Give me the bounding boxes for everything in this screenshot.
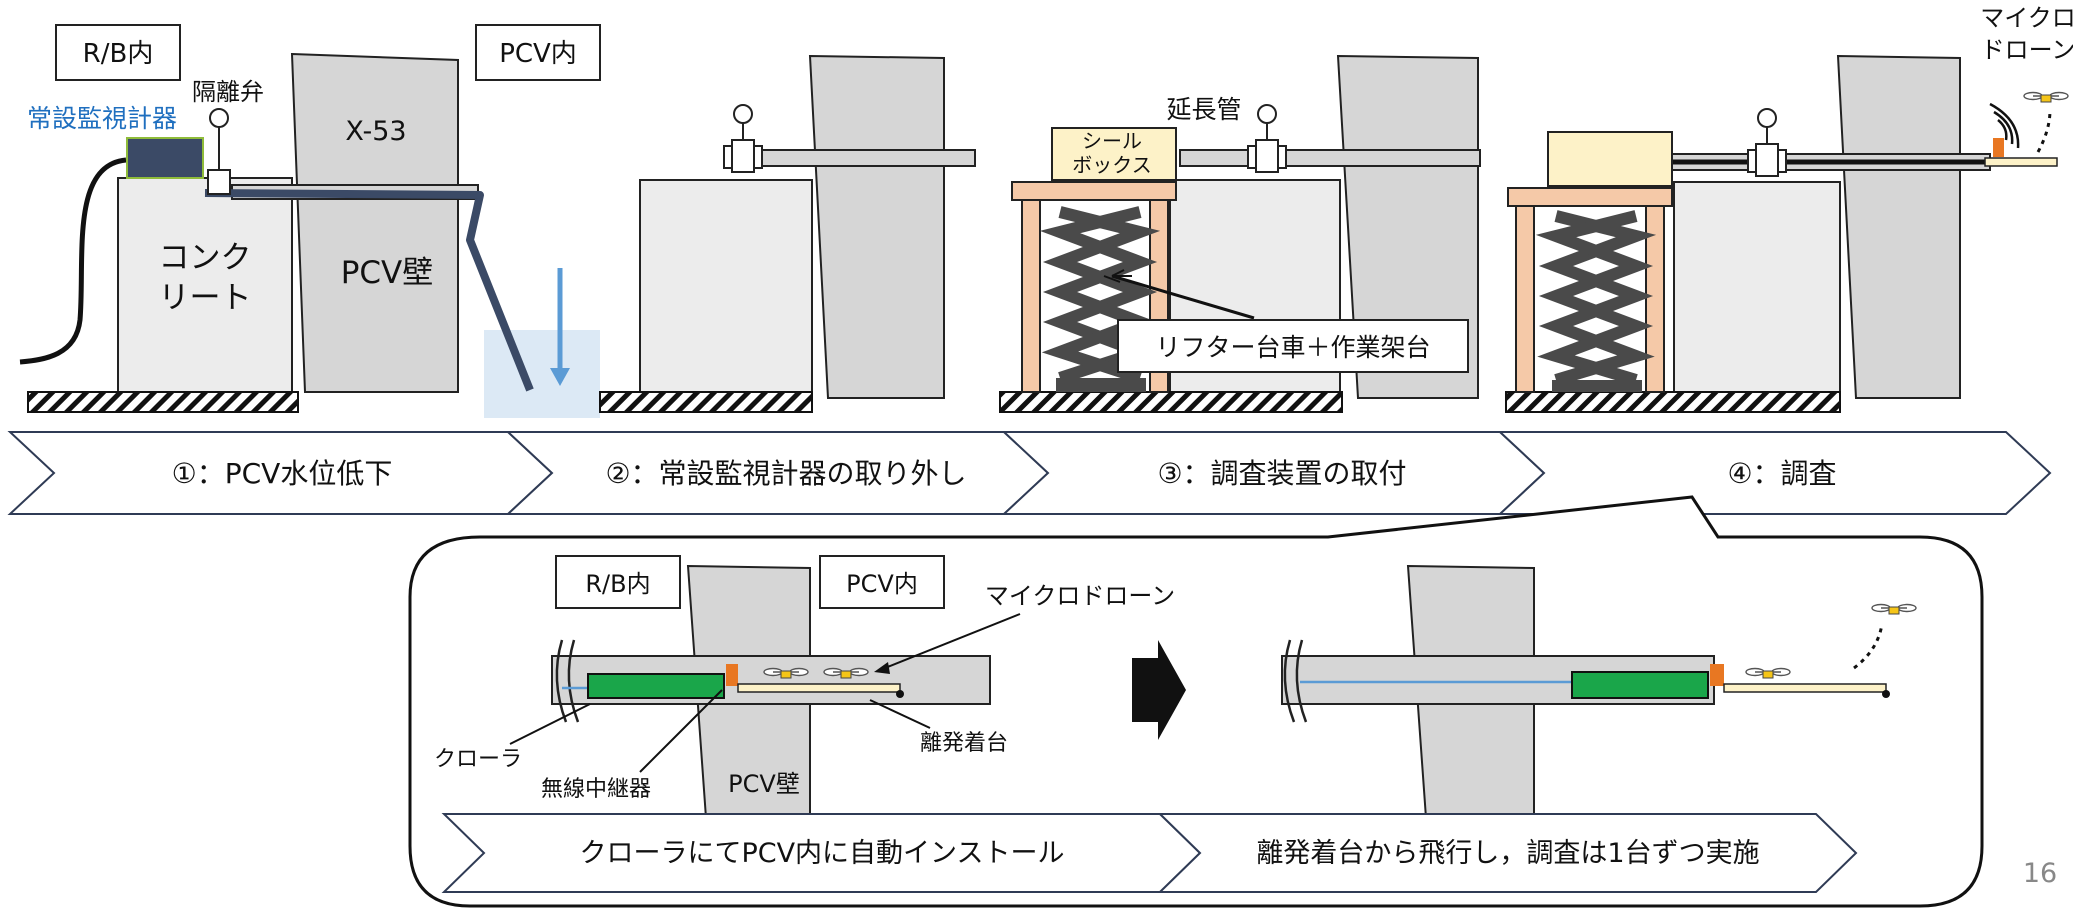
detail-drone-label: マイクロドローン: [985, 582, 1175, 610]
launch-pad-bar: [1723, 683, 1887, 693]
detail-pcv-wall-label: PCV壁: [728, 770, 800, 798]
relay-box: [726, 664, 738, 686]
ground-hatch: [27, 391, 299, 413]
rb-detail-box: [555, 555, 681, 609]
step-chevrons: ①：PCV水位低下 ②：常設監視計器の取り外し ③：調査装置の取付 ④：調査: [7, 431, 2052, 515]
wireless-signal-icon: [1989, 102, 2020, 149]
concrete-label-2: リート: [159, 280, 252, 316]
work-stand-top: [1507, 187, 1673, 207]
pcv-wall-label: PCV壁: [341, 255, 434, 291]
isolation-valve: [207, 169, 231, 195]
concrete-block: [1673, 181, 1841, 396]
detail-callout: R/B内 PCV内 マイクロドローン クローラ 無線中継器 PCV壁 離発着台 …: [408, 495, 1984, 908]
monitor-label: 常設監視計器: [27, 104, 177, 133]
launch-pad-bar: [737, 683, 901, 693]
scissor-lift: [1538, 210, 1657, 386]
ground-hatch: [599, 391, 813, 413]
crawler: [587, 673, 725, 699]
pipe-break-icon: [555, 639, 580, 723]
micro-drone-icon: [2023, 91, 2069, 103]
work-stand-leg-right: [1645, 205, 1665, 393]
pcv-label-box: [475, 24, 601, 81]
detail-relay-label: 無線中継器: [541, 777, 651, 802]
seal-box: [1051, 127, 1177, 181]
detail-step-1-label: クローラにてPCV内に自動インストール: [579, 838, 1064, 869]
work-stand-top: [1011, 181, 1177, 201]
stage-1-illustration: R/B内 PCV内 隔離弁 常設監視計器 X-53 コンク リート PCV壁: [19, 24, 601, 418]
flight-path: [2036, 109, 2052, 153]
lifter-leader-line: [1111, 274, 1255, 320]
crawler: [1571, 671, 1709, 699]
pcv-wall: [290, 52, 459, 393]
ground-hatch: [1505, 391, 1841, 413]
detail-step-2-chevron: [1157, 813, 1858, 893]
pcv-label: PCV内: [499, 39, 577, 69]
extension-pipe: [1179, 149, 1481, 167]
sensor-hose: [204, 189, 534, 392]
flight-path: [1853, 623, 1884, 670]
pipe-break-icon: [1283, 639, 1308, 723]
isolation-valve: [731, 139, 755, 173]
valve-wheel: [1757, 108, 1777, 128]
detail-launch-pad-label: 離発着台: [920, 731, 1008, 756]
concrete-block: [639, 179, 813, 396]
extension-label: 延長管: [1166, 95, 1241, 124]
step-4-chevron: [1497, 431, 2052, 515]
relay-box: [1710, 664, 1724, 686]
pcv-wall: [1336, 54, 1479, 399]
stage-4-illustration: マイクロ ドローン: [1505, 4, 2073, 413]
valve-label: 隔離弁: [192, 78, 264, 106]
ground-hatch: [999, 391, 1343, 413]
pcv-wall: [808, 54, 945, 399]
down-arrow-icon: [550, 368, 570, 386]
penetration-label: X-53: [345, 116, 406, 147]
pcv-wall: [1836, 54, 1961, 399]
lifter-label: リフター台車＋作業架台: [1155, 333, 1430, 362]
seal-box: [1547, 131, 1673, 187]
detail-pcv-label: PCV内: [846, 570, 918, 598]
concrete-label-1: コンク: [159, 240, 252, 276]
stage-3-illustration: シール ボックス 延長管 リフター台車＋作業架台: [999, 54, 1481, 413]
monitor-device: [126, 137, 204, 179]
detail-step-2-label: 離発着台から飛行し，調査は1台ずつ実施: [1256, 838, 1759, 869]
page-number: 16: [2023, 858, 2057, 889]
work-stand-leg-left: [1515, 205, 1535, 393]
rb-label: R/B内: [83, 39, 154, 69]
isolation-valve: [1755, 143, 1779, 177]
valve-wheel: [1257, 104, 1277, 124]
step-3-label: ③：調査装置の取付: [1157, 457, 1406, 490]
relay-box: [1993, 138, 2004, 157]
penetration-pipe: [729, 149, 976, 167]
water-area: [484, 330, 600, 418]
drone-label-1: マイクロ: [1980, 4, 2073, 32]
step-1-label: ①：PCV水位低下: [172, 457, 393, 490]
isolation-valve: [1255, 139, 1279, 173]
detail-rb-label: R/B内: [585, 570, 650, 598]
lifter-label-box: [1117, 319, 1469, 373]
rb-label-box: [55, 24, 181, 81]
transition-arrow-icon: [1132, 640, 1186, 740]
monitor-cable: [19, 157, 127, 365]
pcv-detail-box: [819, 555, 945, 609]
valve-wheel: [733, 104, 753, 124]
launch-pad-bar: [1984, 157, 2058, 167]
drone-label-2: ドローン: [1981, 36, 2073, 64]
step-2-label: ②：常設監視計器の取り外し: [605, 457, 966, 490]
valve-wheel: [209, 108, 229, 128]
detail-crawler-label: クローラ: [434, 747, 522, 772]
concrete-block: [117, 177, 293, 393]
sealbox-label-2: ボックス: [1072, 153, 1151, 177]
step-4-label: ④：調査: [1727, 457, 1836, 490]
stage-2-illustration: [599, 54, 976, 413]
work-stand-leg-left: [1021, 199, 1041, 393]
sealbox-label-1: シール: [1082, 129, 1142, 153]
